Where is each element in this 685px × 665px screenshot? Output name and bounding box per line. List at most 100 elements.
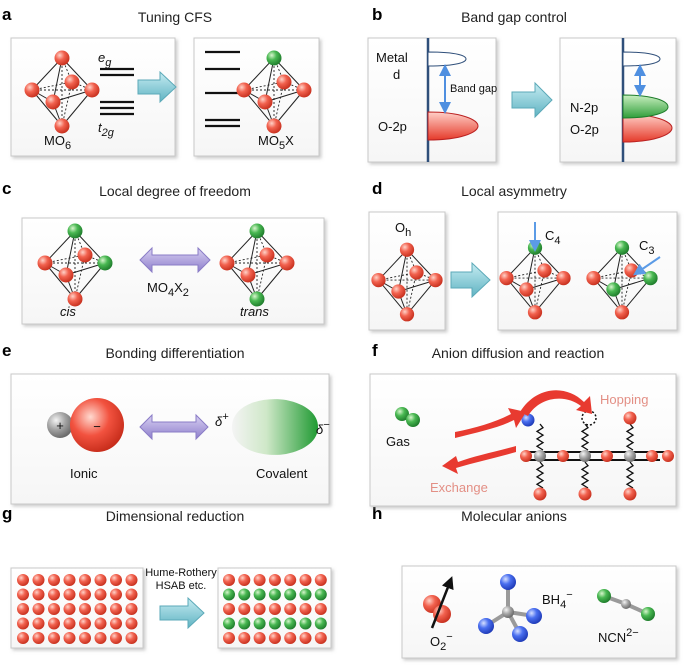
- panel-g-arrow: [159, 596, 205, 630]
- octa-edge: [378, 279, 408, 315]
- grid-atom: [314, 603, 327, 615]
- grid-atom: [253, 588, 266, 601]
- hopping-arrow: [520, 390, 592, 416]
- grid-atom: [314, 617, 327, 630]
- lattice-anion-bottom: [533, 487, 547, 501]
- octa-edge-hidden: [273, 81, 285, 127]
- grid-atom: [223, 574, 235, 586]
- hume-rothery-label: Hume-Rothery: [145, 567, 217, 579]
- c3-axis-arrow: [633, 256, 661, 276]
- octa-edge-hidden: [406, 272, 417, 315]
- lattice-spring: [535, 423, 545, 451]
- octa-atom-top: [614, 240, 630, 255]
- lattice-spring: [580, 461, 590, 489]
- grid-atom: [79, 574, 91, 586]
- panel-c-header: c Local degree of freedom: [2, 179, 251, 199]
- octa-atom-back: [537, 263, 552, 278]
- octa-atom-right: [556, 270, 571, 286]
- panel-f: Gas Exchange Hopping: [369, 373, 677, 507]
- grid-atom: [253, 574, 266, 586]
- octa-atom-bot: [54, 118, 70, 134]
- lattice-spring: [580, 423, 590, 451]
- lattice-anion-bottom: [578, 487, 592, 501]
- c4-label: C4: [545, 228, 561, 247]
- lattice-spring: [535, 461, 545, 489]
- cation-sphere: [47, 412, 73, 438]
- octa-edge: [226, 262, 258, 300]
- panel-e-header: e Bonding differentiation: [2, 341, 245, 361]
- gas-label: Gas: [386, 434, 410, 449]
- grid-atom: [253, 617, 266, 630]
- grid-atom: [238, 617, 251, 630]
- grid-atom: [314, 574, 327, 586]
- lattice-cation: [534, 450, 546, 462]
- spin-arrow: [430, 576, 454, 629]
- lattice-anion-blue: [521, 413, 535, 427]
- grid-atom: [48, 632, 60, 644]
- octa-atom-right: [279, 255, 295, 271]
- octa-atom-left: [37, 255, 53, 271]
- panel-a: eg t2g MO6 MO5X: [10, 37, 320, 157]
- octa-edge: [61, 89, 93, 127]
- octa-atom-back: [259, 247, 275, 263]
- h-atom-1: [500, 574, 516, 590]
- ncn-c-atom: [621, 599, 631, 609]
- octa-atom-back: [77, 247, 93, 263]
- panel-h-title: Molecular anions: [461, 508, 567, 524]
- octa-atom-front: [606, 282, 621, 297]
- octa-edge: [406, 279, 436, 315]
- n2p-label: N-2p: [570, 100, 598, 115]
- c3-label: C3: [639, 238, 655, 257]
- octa-atom-bot: [249, 291, 265, 307]
- grid-atom: [268, 588, 281, 601]
- grid-atom: [17, 603, 29, 615]
- octa-edge: [256, 262, 288, 300]
- ncn-n-atom-2: [641, 607, 655, 621]
- panel-f-title: Anion diffusion and reaction: [432, 345, 605, 361]
- band-gap-label: Band gap: [450, 83, 497, 95]
- panel-e: + − δ+ δ− Ionic Covalent: [10, 373, 330, 505]
- octa-atom-back: [276, 74, 292, 90]
- o2p-label-left: O-2p: [378, 119, 407, 134]
- grid-atom: [268, 574, 281, 586]
- grid-atom: [32, 617, 45, 630]
- octa-edge: [273, 89, 305, 127]
- ncn-label: NCN2−: [598, 627, 639, 645]
- grid-atom: [125, 632, 138, 644]
- h-atom-4: [526, 608, 542, 624]
- panel-g-title: Dimensional reduction: [106, 508, 245, 524]
- octa-atom-front: [240, 267, 256, 283]
- grid-atom: [284, 632, 297, 644]
- grid-atom: [238, 588, 251, 601]
- grid-atom: [125, 588, 138, 601]
- panel-b-letter: b: [372, 5, 382, 24]
- panel-f-header: f Anion diffusion and reaction: [372, 341, 604, 361]
- octa-atom-back: [64, 74, 80, 90]
- panel-c-title: Local degree of freedom: [99, 183, 251, 199]
- grid-atom: [94, 588, 107, 601]
- panel-b: Metal d Band gap O-2p N-2p O-2p: [367, 37, 677, 163]
- grid-atom: [32, 574, 45, 586]
- d-label: d: [393, 67, 400, 82]
- panel-b-arrow: [511, 81, 553, 119]
- panel-c-letter: c: [2, 179, 11, 198]
- grid-atom: [110, 632, 122, 644]
- octa-edge-hidden: [534, 270, 545, 313]
- grid-atom: [238, 603, 251, 615]
- grid-atom: [223, 588, 235, 601]
- grid-atom: [314, 632, 327, 644]
- octa-edge-hidden: [61, 81, 73, 127]
- panel-g: Hume-Rothery HSAB etc.: [10, 567, 332, 649]
- h-atom-3: [512, 626, 528, 642]
- panel-h-header: h Molecular anions: [372, 504, 567, 524]
- grid-atom: [32, 603, 45, 615]
- octa-atom-front: [519, 282, 534, 297]
- grid-atom: [48, 617, 60, 630]
- grid-atom: [110, 574, 122, 586]
- panel-g-left-box: [10, 567, 144, 649]
- exchange-arrow-left: [442, 446, 516, 474]
- octa-atom-top: [399, 242, 415, 257]
- grid-atom: [223, 617, 235, 630]
- anion-sphere: [70, 398, 124, 452]
- covalent-label: Covalent: [256, 466, 308, 481]
